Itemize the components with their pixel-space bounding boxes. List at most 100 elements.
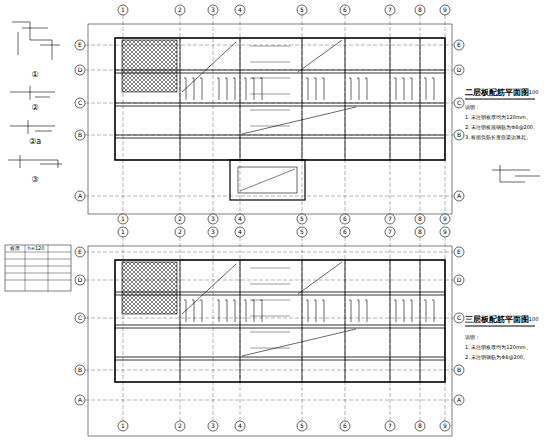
- axis-line: [390, 15, 391, 214]
- axis-label: D: [457, 277, 462, 284]
- axis-bubble: [440, 227, 450, 237]
- rebar-mark: [250, 348, 290, 349]
- rebar-mark: [250, 62, 290, 63]
- axis-label: 6: [343, 423, 347, 430]
- axis-label: 9: [443, 423, 447, 430]
- axis-label: 5: [300, 7, 304, 14]
- axis-bubble: [75, 395, 85, 405]
- axis-label: D: [78, 277, 83, 284]
- axis-label: 9: [443, 216, 447, 223]
- rebar-mark: [306, 78, 308, 100]
- axis-bubble: [415, 214, 425, 224]
- axis-bubble: [440, 421, 450, 431]
- rebar-mark: [200, 300, 202, 322]
- rebar-mark: [402, 300, 404, 322]
- rebar-mark: [250, 94, 290, 95]
- axis-line: [85, 103, 453, 104]
- note-text: 3. 板面负筋长度自梁边算起。: [465, 135, 531, 141]
- axis-bubble: [175, 5, 185, 15]
- axis-label: 9: [443, 229, 447, 236]
- axis-bubble: [415, 421, 425, 431]
- axis-bubble: [208, 214, 218, 224]
- axis-line: [85, 70, 453, 71]
- rebar-mark: [357, 78, 359, 100]
- axis-bubble: [208, 5, 218, 15]
- plan-title: 1:100: [524, 317, 538, 323]
- rebar-mark: [357, 300, 359, 322]
- rebar-mark: [402, 78, 404, 100]
- axis-label: 2: [178, 7, 182, 14]
- rebar-mark: [244, 300, 246, 322]
- axis-bubble: [454, 130, 464, 140]
- axis-bubble: [454, 40, 464, 50]
- axis-bubble: [454, 395, 464, 405]
- rebar-mark: [322, 78, 324, 100]
- axis-label: 6: [343, 7, 347, 14]
- axis-bubble: [75, 130, 85, 140]
- axis-bubble: [175, 421, 185, 431]
- axis-bubble: [454, 191, 464, 201]
- axis-bubble: [297, 421, 307, 431]
- axis-line: [85, 318, 453, 319]
- axis-line: [180, 15, 181, 214]
- axis-bubble: [118, 421, 128, 431]
- axis-bubble: [235, 214, 245, 224]
- axis-line: [213, 237, 214, 421]
- axis-bubble: [454, 98, 464, 108]
- axis-label: 7: [388, 229, 392, 236]
- rebar-mark: [410, 300, 412, 322]
- rebar-mark: [184, 78, 186, 100]
- rebar-mark: [349, 300, 351, 322]
- rebar-mark: [184, 300, 186, 322]
- axis-bubble: [385, 5, 395, 15]
- axis-label: B: [457, 367, 461, 374]
- detail-label: ②a: [29, 138, 41, 147]
- axis-bubble: [454, 365, 464, 375]
- axis-line: [85, 252, 453, 253]
- axis-label: 8: [418, 423, 422, 430]
- rebar-mark: [250, 110, 290, 111]
- rebar-mark: [394, 78, 396, 100]
- axis-bubble: [297, 5, 307, 15]
- rebar-mark: [192, 78, 194, 100]
- title-marks: [465, 99, 540, 326]
- detail-label: ②: [31, 104, 38, 113]
- axis-label: 5: [300, 229, 304, 236]
- axis-bubble: [208, 421, 218, 431]
- axis-bubble: [340, 5, 350, 15]
- axis-label: E: [457, 249, 461, 256]
- axis-label: 1: [121, 7, 125, 14]
- axis-bubble: [75, 191, 85, 201]
- axis-bubble: [440, 5, 450, 15]
- note-text: 2. 未注明钢筋为Φ8@200。: [465, 355, 528, 361]
- axis-label: A: [457, 193, 461, 200]
- axis-line: [445, 237, 446, 421]
- axis-line: [123, 237, 124, 421]
- axis-line: [420, 237, 421, 421]
- axis-bubble: [118, 5, 128, 15]
- axis-bubble: [454, 65, 464, 75]
- rebar-mark: [432, 300, 434, 322]
- detail-label: ③: [31, 176, 38, 185]
- note-text: 1. 未注明板厚均为120mm。: [465, 345, 531, 351]
- axis-bubble: [297, 227, 307, 237]
- axis-bubble: [175, 214, 185, 224]
- rebar-mark: [394, 300, 396, 322]
- axis-label: D: [78, 67, 83, 74]
- axis-bubble: [440, 214, 450, 224]
- axis-line: [85, 280, 453, 281]
- rebar-mark: [260, 300, 262, 322]
- axis-label: C: [78, 100, 82, 107]
- axis-bubble: [454, 247, 464, 257]
- floor-plan: [88, 246, 452, 436]
- axis-bubble: [415, 227, 425, 237]
- rebar-mark: [410, 78, 412, 100]
- section-details: [5, 22, 71, 291]
- axis-bubble: [385, 421, 395, 431]
- rebar-mark: [260, 78, 262, 100]
- rebar-mark: [424, 300, 426, 322]
- note-text: 说明：: [465, 105, 480, 111]
- axis-label: 5: [300, 216, 304, 223]
- rebar-mark: [244, 78, 246, 100]
- axis-label: 1: [121, 216, 125, 223]
